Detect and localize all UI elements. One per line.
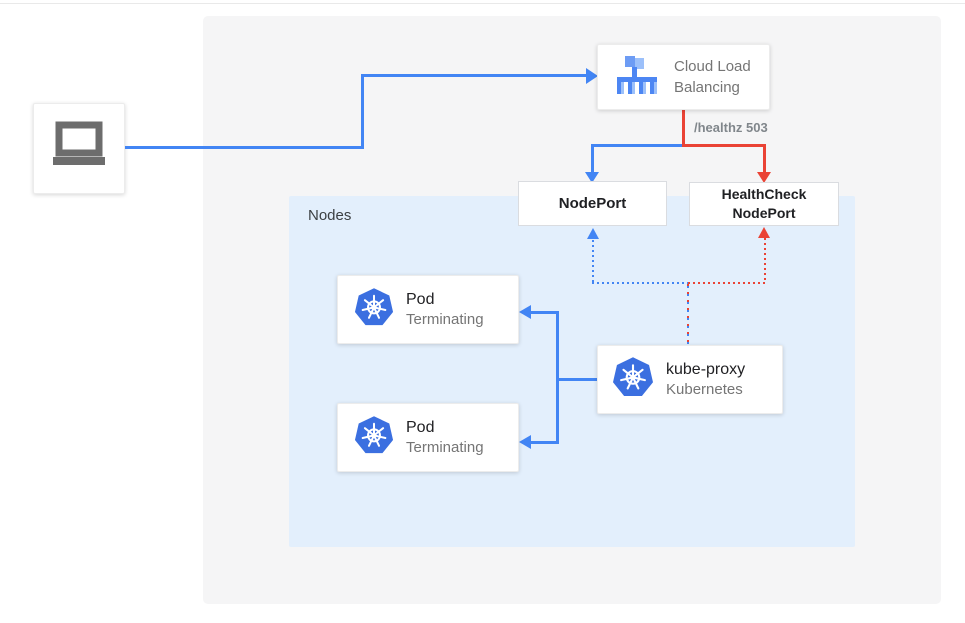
kubernetes-icon [612,356,654,403]
pod2-node: Pod Terminating [337,403,519,472]
connector-lb-drop-red [682,110,685,146]
connector-pods-vertical [556,311,559,444]
nodeport-node: NodePort [518,181,667,226]
load-balancer-label-line2: Balancing [674,79,740,96]
pod1-node: Pod Terminating [337,275,519,344]
laptop-icon [48,118,110,179]
connector-client-lb-v [361,74,364,149]
healthcheck-nodeport-label-line1: HealthCheck [721,186,807,202]
connector-kubeproxy-nodeport-dotted-h [592,282,688,284]
load-balancer-label-line1: Cloud Load [674,58,751,75]
arrowhead-into-pod1 [519,305,531,319]
client-node [33,103,125,194]
connector-kubeproxy-healthcheck-dotted-h [688,282,765,284]
arrowhead-into-load-balancer [586,68,598,84]
kubernetes-icon [354,415,394,460]
arrowhead-into-healthcheck-nodeport [757,172,771,183]
arrowhead-dotted-into-nodeport [587,228,599,239]
connector-kubeproxy-shared-dotted [687,284,689,345]
pod1-status: Terminating [406,311,484,328]
cloud-load-balancing-node: Cloud Load Balancing [597,44,770,110]
healthcheck-nodeport-node: HealthCheck NodePort [689,182,839,226]
connector-client-lb-h2 [361,74,587,77]
connector-kubeproxy-nodeport-dotted-v [592,240,594,283]
connector-to-pod2 [531,441,559,444]
kube-proxy-node: kube-proxy Kubernetes [597,345,783,414]
arrowhead-into-pod2 [519,435,531,449]
pod1-title: Pod [406,291,435,308]
arrowhead-dotted-into-healthcheck-nodeport [758,227,770,238]
pod2-title: Pod [406,419,435,436]
healthz-status-label: /healthz 503 [694,120,768,135]
load-balancer-icon [615,55,659,100]
connector-kubeproxy-healthcheck-dotted-v [764,238,766,283]
arrowhead-into-nodeport [585,172,599,183]
connector-branch-blue-v [591,144,594,175]
connector-client-lb-h [125,146,364,149]
kube-proxy-title: kube-proxy [666,361,746,378]
pod2-status: Terminating [406,439,484,456]
nodeport-label: NodePort [558,195,627,212]
kubernetes-icon [354,287,394,332]
connector-branch-red-v [763,144,766,175]
connector-branch-blue-h [591,144,685,147]
top-divider [0,3,965,4]
healthcheck-nodeport-label-line2: NodePort [732,205,796,221]
connector-to-pod1 [531,311,559,314]
connector-kubeproxy-trunk [556,378,597,381]
connector-branch-red-h [682,144,766,147]
kube-proxy-subtitle: Kubernetes [666,381,743,398]
nodes-label: Nodes [308,207,352,224]
